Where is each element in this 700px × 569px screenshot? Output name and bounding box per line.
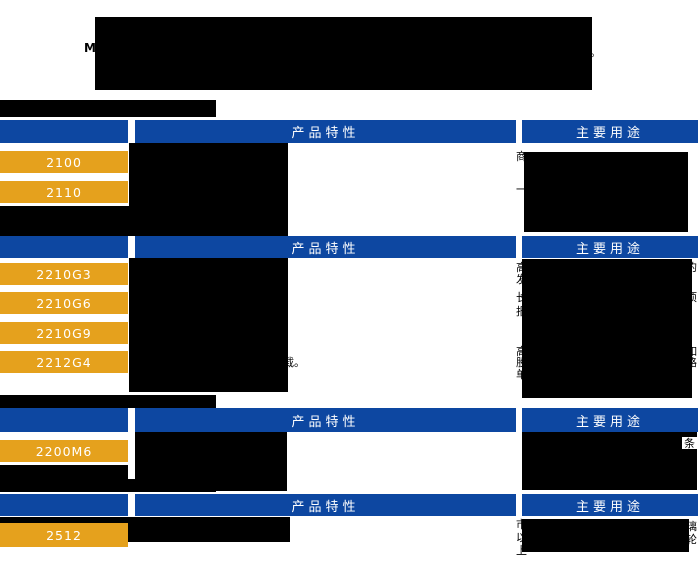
product-badge-2512: 2512 xyxy=(0,523,128,547)
uses-fragment: 高 xyxy=(516,262,527,273)
redacted-caption-table-1 xyxy=(0,100,216,117)
uses-fragment: 高 xyxy=(516,346,527,357)
uses-fragment: 市 xyxy=(516,519,527,530)
redacted-caption-table-3 xyxy=(0,395,216,408)
title-text-fragment-right: 。 xyxy=(590,46,601,59)
product-badge-2100: 2100 xyxy=(0,151,128,173)
product-badge-2210g9: 2210G9 xyxy=(0,322,128,344)
table-2-header-product xyxy=(0,236,128,258)
uses-fragment: 上 xyxy=(516,545,527,556)
redacted-uses-table-1 xyxy=(524,152,688,232)
table-4-header-features: 产品特性 xyxy=(135,494,516,516)
redacted-uses-table-2 xyxy=(522,259,692,398)
uses-fragment: 长 xyxy=(516,292,527,303)
redacted-uses-table-4 xyxy=(522,519,689,552)
redacted-features-table-1 xyxy=(129,143,288,236)
uses-fragment: 轮 xyxy=(686,533,697,546)
product-badge-2212g4: 2212G4 xyxy=(0,351,128,373)
uses-fragment: 。 xyxy=(684,188,695,201)
product-badge-2210g3: 2210G3 xyxy=(0,263,128,285)
product-badge-2110: 2110 xyxy=(0,181,128,203)
uses-fragment: 商 xyxy=(516,150,527,163)
uses-fragment: 一 xyxy=(516,183,527,196)
features-fragment: 载。 xyxy=(283,356,305,369)
table-1-header-features: 产品特性 xyxy=(135,120,516,143)
redacted-features-table-2 xyxy=(129,258,288,392)
table-2-header-features: 产品特性 xyxy=(135,236,516,258)
redacted-caption-table-4 xyxy=(0,479,216,492)
product-badge-2210g6: 2210G6 xyxy=(0,292,128,314)
uses-fragment: 。 xyxy=(684,155,695,168)
redacted-uses-table-3 xyxy=(522,430,682,490)
uses-fragment: 单 xyxy=(516,369,527,380)
product-badge-2200m6: 2200M6 xyxy=(0,440,128,462)
table-3-header-uses: 主要用途 xyxy=(522,408,698,432)
uses-fragment: 发 xyxy=(516,274,527,285)
table-4-header-uses: 主要用途 xyxy=(522,494,698,516)
table-3-header-product xyxy=(0,408,128,432)
redacted-left-table-1 xyxy=(0,206,129,236)
table-1-header-uses: 主要用途 xyxy=(522,120,698,143)
redacted-title-block xyxy=(95,17,592,90)
redacted-uses-table-3-strip2 xyxy=(682,449,697,490)
uses-fragment: 股 xyxy=(516,357,527,368)
table-2-header-uses: 主要用途 xyxy=(522,236,698,258)
redacted-uses-table-3-strip xyxy=(682,430,697,437)
title-text-fragment-left: M xyxy=(84,41,96,55)
table-4-header-product xyxy=(0,494,128,516)
uses-fragment: 报 xyxy=(516,306,527,317)
uses-fragment: 以 xyxy=(516,532,527,543)
table-3-header-features: 产品特性 xyxy=(135,408,516,432)
table-1-header-product xyxy=(0,120,128,143)
uses-fragment: 条 xyxy=(684,437,695,450)
uses-fragment: 璃 xyxy=(686,520,697,533)
